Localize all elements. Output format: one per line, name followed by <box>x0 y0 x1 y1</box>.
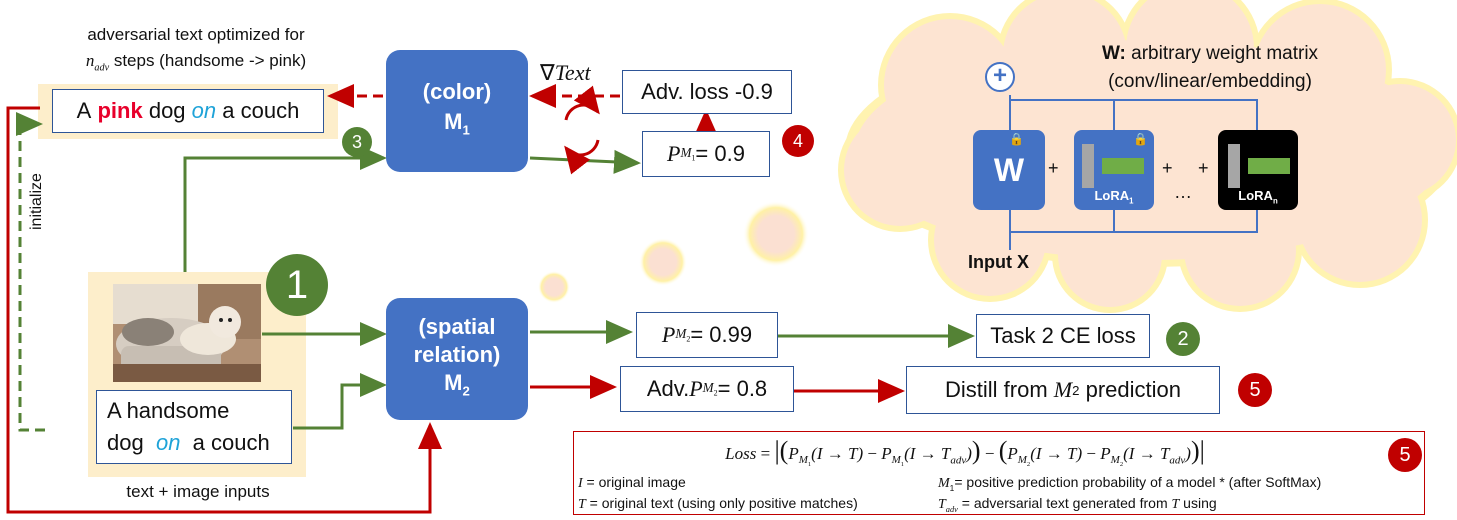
adv-pm2-prefix: Adv. <box>646 376 690 401</box>
model-m2-name: M2 <box>444 369 470 399</box>
adv-caption-line2: nadv steps (handsome -> pink) <box>48 48 344 81</box>
inputs-caption: text + image inputs <box>126 482 270 501</box>
text-to-m2-arrow <box>293 373 387 430</box>
pm2-sub: M2 <box>675 326 691 344</box>
model-m1-name: M1 <box>444 108 470 138</box>
adv-pm2-val: = 0.8 <box>717 376 768 401</box>
grad-text-label: ∇Text <box>540 60 591 86</box>
pm1-sub: M1 <box>680 145 696 163</box>
lora-1-block[interactable]: LoRA1 <box>1074 130 1154 210</box>
n-sub: adv <box>94 62 110 74</box>
pm2-p: P <box>661 322 676 347</box>
lock-icon: 🔒 <box>1009 132 1024 146</box>
initialize-arrow <box>16 112 45 432</box>
image-to-m1-arrow <box>183 146 387 272</box>
task2-loss-box: Task 2 CE loss <box>976 314 1150 358</box>
cloud-title: W: arbitrary weight matrix (conv/linear/… <box>1040 40 1380 96</box>
add-icon <box>985 62 1015 92</box>
glow-bubble <box>538 271 570 303</box>
adv-caption-rest: steps (handsome -> pink) <box>109 51 307 70</box>
glow-bubble <box>639 238 687 286</box>
weight-w-block[interactable]: W <box>973 130 1045 210</box>
lora-1-matrix-b <box>1102 158 1144 174</box>
legend-t: T = original text (using only positive m… <box>578 495 858 512</box>
grad-text: Text <box>554 60 591 85</box>
glow-bubble <box>743 201 809 267</box>
model-m1-line1: (color) <box>422 78 492 104</box>
cloud-title-line2: (conv/linear/embedding) <box>1108 71 1312 92</box>
ellipsis: … <box>1174 182 1192 202</box>
adv-loss-box: Adv. loss -0.9 <box>622 70 792 114</box>
adv-text-pink: pink <box>97 98 143 123</box>
badge-2: 2 <box>1166 322 1200 356</box>
op-plus-1: + <box>1048 158 1059 178</box>
loss-formula-box <box>573 431 1425 515</box>
n-var: n <box>85 51 95 70</box>
input-x-label: Input X <box>968 252 1029 272</box>
orig-text-line1: A handsome <box>107 398 230 423</box>
badge-5-distill: 5 <box>1238 373 1272 407</box>
lock-icon: 🔒 <box>1133 132 1148 146</box>
original-text-box: A handsome dog on a couch <box>96 390 292 464</box>
dog-couch-image <box>113 284 261 382</box>
badge-4: 4 <box>782 125 814 157</box>
m1-to-pm1-arrow <box>529 149 641 174</box>
lora-n-matrix-a <box>1228 144 1240 188</box>
initialize-label: initialize <box>28 173 45 230</box>
cloud-title-line1: W: arbitrary weight matrix <box>1101 43 1319 64</box>
model-m2-line2: relation) <box>413 341 501 367</box>
adv-text-on: on <box>191 98 217 123</box>
lora-1-label: LoRA1 <box>1094 188 1134 206</box>
adv-text-couch: a couch <box>222 98 300 123</box>
lora-connections <box>1009 95 1258 250</box>
lora-n-label: LoRAn <box>1238 188 1278 206</box>
orig-text-line2: dog on a couch <box>107 430 270 455</box>
op-plus-2: + <box>1162 158 1173 178</box>
red-arrows <box>6 84 905 514</box>
op-plus-3: + <box>1198 158 1209 178</box>
sum-plus-icon: + <box>992 62 1007 89</box>
adversarial-text-box: A pink dog on a couch <box>52 89 324 133</box>
legend-m1: M1= positive prediction probability of a… <box>938 474 1322 493</box>
green-arrows <box>16 112 975 432</box>
distill-suffix: prediction <box>1085 377 1181 402</box>
lora-n-block[interactable]: LoRAn <box>1218 130 1298 210</box>
legend-i: I = original image <box>578 474 686 491</box>
distill-m: M <box>1053 377 1073 402</box>
legend-tadv: Tadv = adversarial text generated from T… <box>938 495 1217 514</box>
model-m2[interactable]: (spatial relation) M2 <box>386 298 528 420</box>
lora-n-matrix-b <box>1248 158 1290 174</box>
adv-caption: adversarial text optimized for nadv step… <box>48 22 344 81</box>
loss-formula: Loss = |(PM1(I → T) − PM1(I → Tadv)) − (… <box>725 436 1205 469</box>
glow-bubbles <box>538 201 809 303</box>
lora-1-matrix-a <box>1082 144 1094 188</box>
nabla-symbol: ∇ <box>540 60 555 85</box>
badge-5-loss: 5 <box>1388 438 1422 472</box>
adv-text-a: A <box>76 98 92 123</box>
cycle-icon <box>564 85 600 121</box>
pm2-val: = 0.99 <box>690 322 753 347</box>
adv-text-to-m2-arrow <box>6 106 442 514</box>
distill-sub: 2 <box>1072 382 1080 398</box>
pm1-p: P <box>667 141 681 166</box>
pm1-val: = 0.9 <box>695 141 745 166</box>
adv-pm2-sub: M2 <box>702 380 718 398</box>
model-m2-line1: (spatial <box>418 313 496 339</box>
adv-pm2-p: P <box>689 376 703 401</box>
adv-text-dog: dog <box>148 98 186 123</box>
badge-3: 3 <box>342 127 372 157</box>
cycle-icon <box>564 139 600 175</box>
model-m1[interactable]: (color) M1 <box>386 50 528 172</box>
badge-1: 1 <box>266 254 328 316</box>
distill-prefix: Distill from <box>945 377 1048 402</box>
adv-caption-line1: adversarial text optimized for <box>87 25 305 44</box>
